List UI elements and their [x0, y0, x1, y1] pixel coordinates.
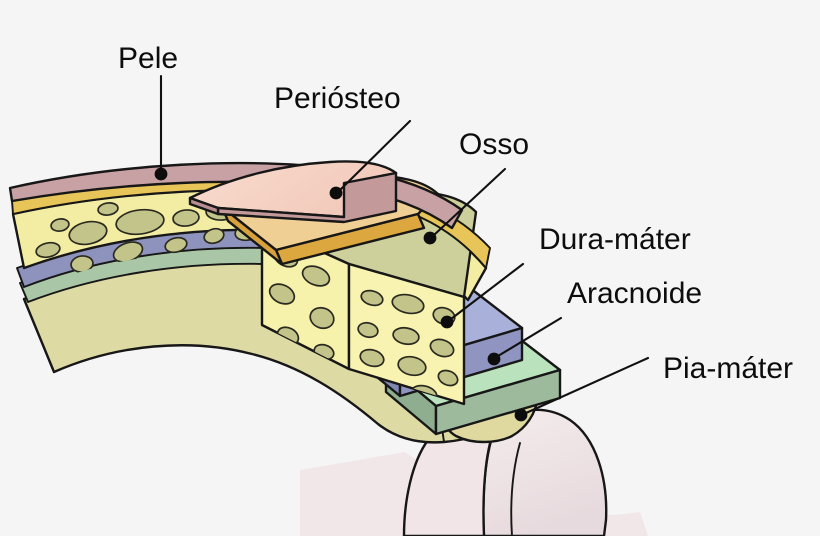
label-pia-mater: Pia-máter: [663, 352, 793, 385]
leader-lines-group: [154, 74, 650, 422]
label-pele: Pele: [118, 42, 178, 75]
layer-pele: [8, 160, 464, 230]
leader-line-pia: [524, 356, 650, 415]
leader-dot-pele: [154, 167, 168, 181]
leader-line-osso: [432, 167, 507, 237]
leader-dot-pia: [514, 408, 528, 422]
leader-line-dura: [449, 262, 525, 321]
pele-block-left: [188, 196, 220, 216]
periosteo-block-left: [220, 205, 284, 266]
leader-dot-dura: [440, 315, 454, 329]
leader-line-periosteo: [338, 119, 412, 192]
labels-group: Pele Periósteo Osso Dura-máter Aracnoide…: [118, 42, 793, 385]
pele-block-front: [216, 171, 398, 224]
brain-gyrus-left: [402, 422, 499, 536]
label-dura-mater: Dura-máter: [539, 223, 691, 256]
label-periosteo: Periósteo: [274, 82, 401, 115]
label-aracnoide: Aracnoide: [567, 277, 702, 310]
leader-line-aracnoide: [496, 316, 563, 358]
leader-dot-osso: [423, 231, 437, 245]
layer-encefalo: [300, 408, 648, 536]
label-osso: Osso: [459, 128, 529, 161]
leader-dot-periosteo: [329, 186, 343, 200]
leader-dot-aracnoide: [487, 352, 501, 366]
brain-sulcus-line: [510, 442, 521, 536]
